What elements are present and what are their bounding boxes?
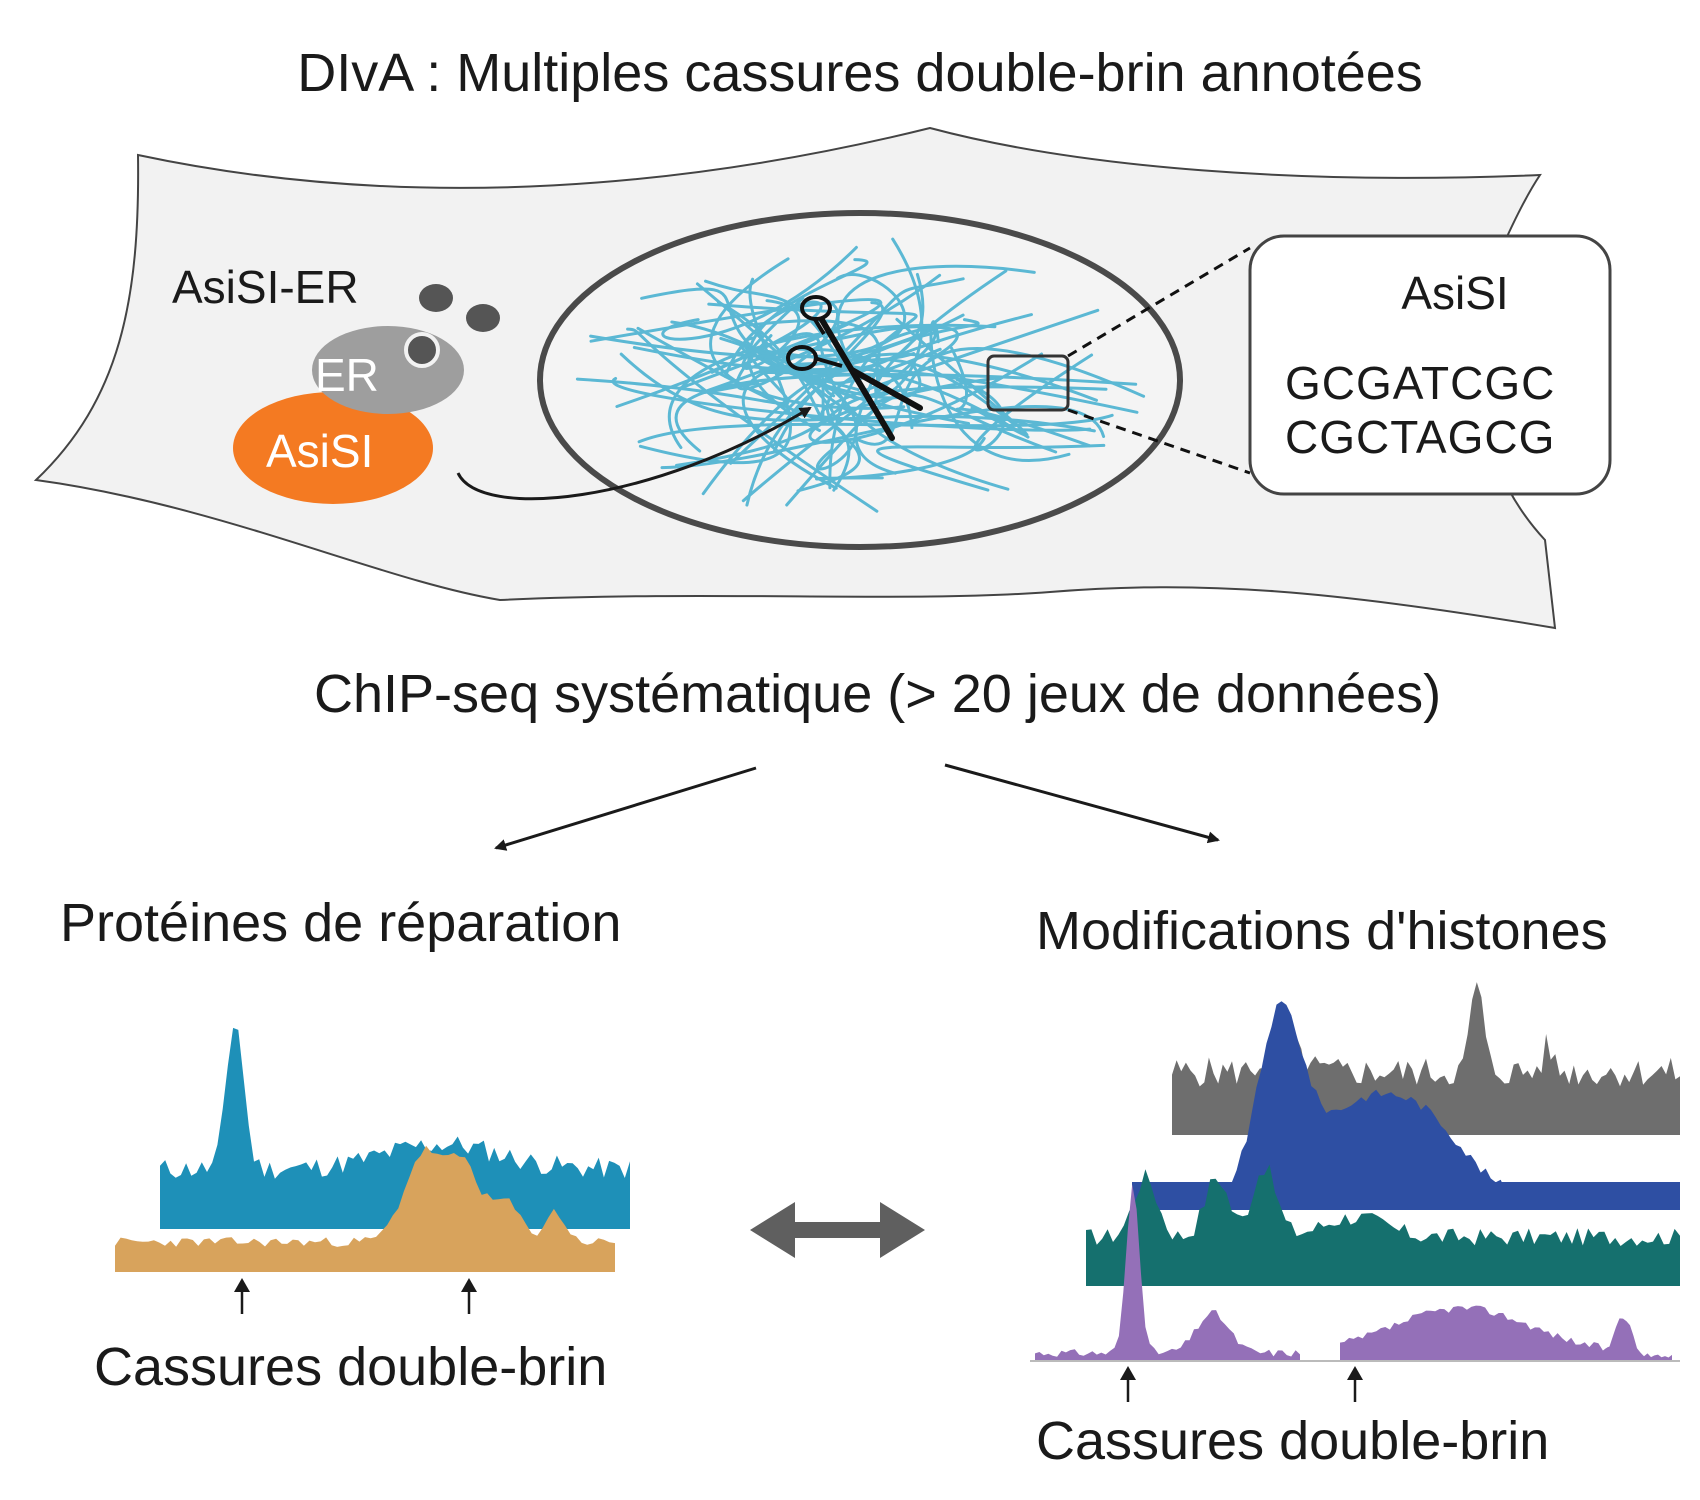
- er-label: ER: [315, 349, 379, 401]
- dna-strand: [701, 273, 942, 395]
- dsb-label-right: Cassures double-brin: [1036, 1411, 1550, 1471]
- histone-modifications-heading: Modifications d'histones: [1036, 901, 1608, 961]
- histone-track-3: [1086, 1164, 1680, 1286]
- asisi-blob: [233, 392, 433, 504]
- import-arrow: [456, 406, 812, 501]
- er-dot: [404, 332, 440, 368]
- dna-strand: [747, 258, 869, 432]
- arrow-to-histones: [944, 763, 1220, 844]
- arrow-to-proteins: [494, 766, 757, 851]
- track-band: [115, 1252, 615, 1272]
- dna-strand: [589, 298, 883, 390]
- dna-strand: [876, 443, 1106, 492]
- dna-strand: [796, 313, 1033, 493]
- asisi-label: AsiSI: [266, 425, 374, 477]
- repair-track-1: [160, 1027, 630, 1200]
- dna-strand: [670, 320, 879, 419]
- histone-track-4b: [1340, 1305, 1612, 1361]
- sequence-bottom: CGCTAGCG: [1285, 411, 1556, 463]
- break-arrow-left-2: [461, 1278, 477, 1314]
- dna-strand: [667, 323, 997, 449]
- dna-strand: [675, 385, 1108, 467]
- dot-1: [419, 284, 453, 312]
- repair-protein-tracks: [115, 1027, 630, 1272]
- dna-strand: [795, 321, 914, 430]
- dna-strand: [741, 296, 805, 370]
- dot-2: [466, 304, 500, 332]
- repair-proteins-heading: Protéines de réparation: [60, 893, 622, 953]
- break-arrow-right-1: [1120, 1366, 1136, 1402]
- dna-strand: [615, 300, 823, 408]
- dna-strand: [640, 287, 971, 425]
- dna-strand: [709, 257, 906, 410]
- scissors-icon: [786, 295, 923, 441]
- repair-track-2: [115, 1145, 615, 1255]
- dna-strand: [929, 320, 1071, 462]
- sequence-inset: [1248, 234, 1612, 496]
- page-title: DIvA : Multiples cassures double-brin an…: [297, 43, 1423, 103]
- sequence-top: GCGATCGC: [1285, 357, 1556, 409]
- dna-strand: [704, 279, 843, 364]
- dna-strand: [719, 336, 858, 471]
- zoom-region: [986, 354, 1070, 412]
- dna-strand: [637, 413, 1114, 444]
- dna-tangle: [575, 237, 1146, 513]
- dna-strand: [660, 405, 1106, 470]
- dna-strand: [745, 318, 980, 507]
- break-arrow-left-1: [234, 1278, 250, 1314]
- dna-strand: [895, 317, 1029, 437]
- double-arrow-icon: [750, 1202, 925, 1258]
- zoom-line-top: [1067, 246, 1251, 358]
- asisi-er-label: AsiSI-ER: [172, 261, 359, 313]
- histone-track-2: [1132, 1001, 1680, 1210]
- inset-title: AsiSI: [1401, 267, 1509, 319]
- track-band: [1086, 1262, 1680, 1286]
- dna-strand: [772, 326, 959, 453]
- zoom-line-bottom: [1067, 408, 1251, 475]
- dna-strand: [748, 319, 897, 475]
- chip-seq-label: ChIP-seq systématique (> 20 jeux de donn…: [314, 664, 1442, 724]
- dsb-label-left: Cassures double-brin: [94, 1337, 608, 1397]
- histone-track-4c: [1602, 1318, 1672, 1361]
- break-arrow-right-2: [1347, 1366, 1363, 1402]
- histone-mark-tracks: [1030, 982, 1680, 1362]
